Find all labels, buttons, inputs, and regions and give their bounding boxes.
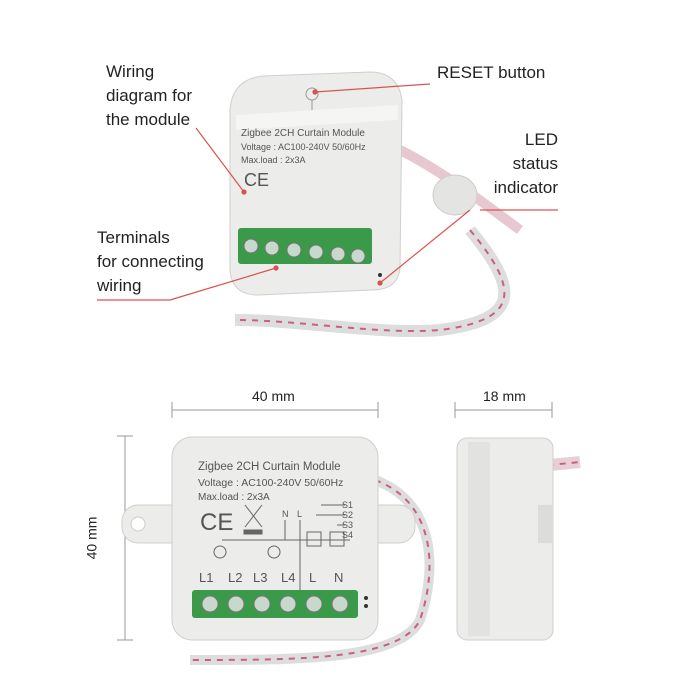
callout-leaders xyxy=(97,83,558,301)
ce-mark: CE xyxy=(200,509,233,536)
callout-line: wiring xyxy=(97,276,142,295)
label-s1: S1 xyxy=(342,500,353,510)
label-s2: S2 xyxy=(342,510,353,520)
label-l: L xyxy=(309,570,316,585)
label-l2: L2 xyxy=(228,570,242,585)
callout-line: status xyxy=(512,154,558,173)
label-s4: S4 xyxy=(342,530,353,540)
callout-line: diagram for xyxy=(106,86,192,105)
callout-line: indicator xyxy=(493,178,558,197)
dimension-depth: 18 mm xyxy=(483,388,526,404)
label-l3: L3 xyxy=(253,570,267,585)
label-voltage: Voltage : AC100-240V 50/60Hz xyxy=(198,477,343,489)
callout-wiring-diagram: Wiring diagram for the module xyxy=(106,60,192,132)
callout-terminals: Terminals for connecting wiring xyxy=(97,226,204,298)
ce-mark-3d: CE xyxy=(244,170,269,190)
module-front-view: Zigbee 2CH Curtain Module Voltage : AC10… xyxy=(121,436,435,665)
callout-reset-button: RESET button xyxy=(437,63,546,82)
label-n: N xyxy=(334,570,343,585)
label-title-3d: Zigbee 2CH Curtain Module xyxy=(241,128,365,139)
dimension-width: 40 mm xyxy=(252,388,295,404)
label-maxload: Max.load : 2x3A xyxy=(198,492,270,503)
callout-led-indicator: LED status indicator xyxy=(494,128,558,200)
label-title: Zigbee 2CH Curtain Module xyxy=(198,461,341,473)
label-maxload-3d: Max.load : 2x3A xyxy=(241,155,306,165)
label-s3: S3 xyxy=(342,520,353,530)
dimension-height: 40 mm xyxy=(83,516,100,560)
dimension-lines xyxy=(117,402,553,641)
module-3d-view: Zigbee 2CH Curtain Module Voltage : AC10… xyxy=(229,71,523,338)
wiring-schematic xyxy=(213,504,350,590)
label-l1: L1 xyxy=(199,570,213,585)
callout-line: for connecting xyxy=(97,252,204,271)
label-terminal-l-top: L xyxy=(297,509,302,519)
callout-line: Terminals xyxy=(97,228,170,247)
callout-line: the module xyxy=(106,110,191,129)
callout-line: Wiring xyxy=(106,62,155,81)
callout-line: LED xyxy=(524,130,558,149)
label-terminal-n-top: N xyxy=(282,509,289,519)
label-voltage-3d: Voltage : AC100-240V 50/60Hz xyxy=(241,142,366,152)
label-l4: L4 xyxy=(281,570,295,585)
module-side-view xyxy=(456,437,581,641)
